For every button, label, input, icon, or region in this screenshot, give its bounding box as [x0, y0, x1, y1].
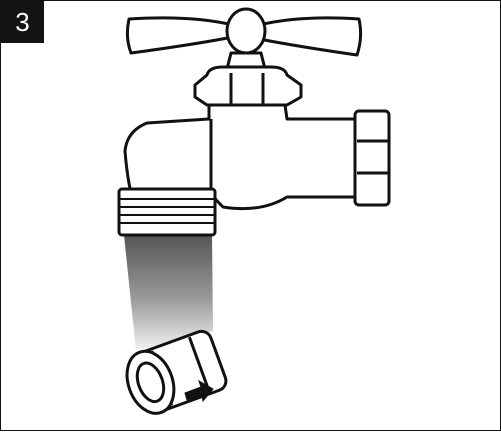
- faucet-threads-icon: [117, 187, 217, 237]
- arrow-icon: [184, 379, 214, 403]
- step-number-badge: 3: [1, 1, 44, 43]
- faucet-handle-icon: [125, 7, 363, 107]
- faucet-body-icon: [123, 103, 391, 211]
- water-flow-icon: [124, 235, 213, 351]
